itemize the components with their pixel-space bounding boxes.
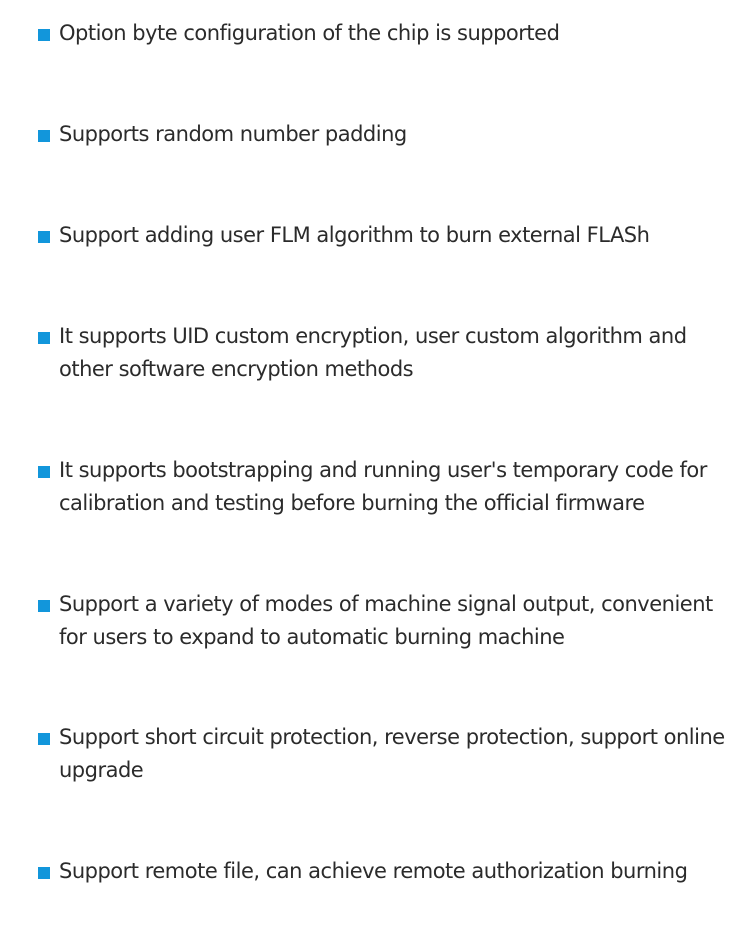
square-bullet-icon: [38, 867, 50, 879]
square-bullet-icon: [38, 332, 50, 344]
feature-text: It supports bootstrapping and running us…: [59, 458, 707, 515]
feature-item: Supports random number padding: [38, 118, 744, 151]
feature-item: Support remote file, can achieve remote …: [38, 855, 744, 888]
square-bullet-icon: [38, 130, 50, 142]
feature-item: Support adding user FLM algorithm to bur…: [38, 219, 744, 252]
feature-text: Support short circuit protection, revers…: [59, 725, 725, 782]
feature-item: Support short circuit protection, revers…: [38, 721, 744, 787]
feature-text: Support remote file, can achieve remote …: [59, 859, 688, 883]
feature-text: It supports UID custom encryption, user …: [59, 324, 687, 381]
feature-item: It supports bootstrapping and running us…: [38, 454, 744, 520]
feature-text: Support adding user FLM algorithm to bur…: [59, 223, 650, 247]
square-bullet-icon: [38, 733, 50, 745]
square-bullet-icon: [38, 466, 50, 478]
feature-text: Option byte configuration of the chip is…: [59, 21, 560, 45]
feature-text: Supports random number padding: [59, 122, 407, 146]
square-bullet-icon: [38, 600, 50, 612]
feature-item: It supports UID custom encryption, user …: [38, 320, 744, 386]
square-bullet-icon: [38, 231, 50, 243]
feature-text: Support a variety of modes of machine si…: [59, 592, 713, 649]
feature-item: Support a variety of modes of machine si…: [38, 588, 744, 654]
square-bullet-icon: [38, 29, 50, 41]
feature-item: Option byte configuration of the chip is…: [38, 17, 744, 50]
